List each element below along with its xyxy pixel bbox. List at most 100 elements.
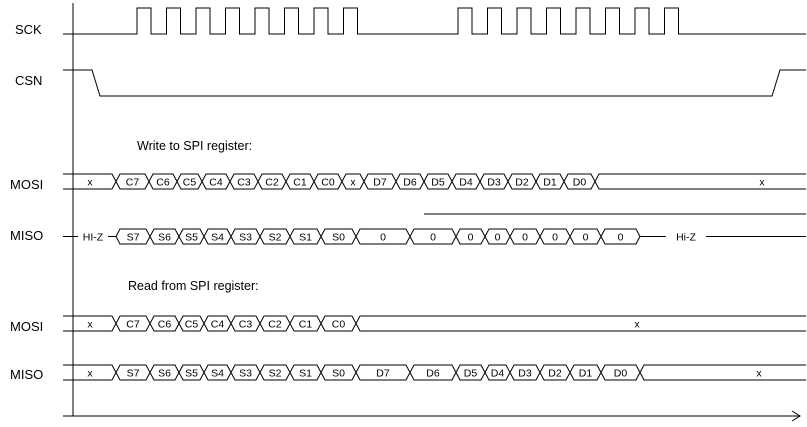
miso-read-cell-label: S0 (332, 368, 345, 380)
miso-write-cell (484, 228, 511, 245)
miso-write-cell-label: 0 (552, 232, 558, 244)
mosi-write-cell-label: x (350, 177, 356, 189)
mosi-write-cell-label: C5 (183, 177, 197, 189)
mosi-read-tail-label: x (634, 319, 640, 331)
miso-read-cell (230, 364, 261, 381)
miso-write-cell-label: S7 (127, 232, 140, 244)
miso-write-cell-label: S0 (332, 232, 345, 244)
mosi-write-cell (423, 173, 453, 190)
miso-write-cell (455, 228, 486, 245)
mosi-write-tail (594, 173, 806, 190)
miso-read-cell (484, 364, 511, 381)
miso-write-cell (320, 228, 357, 245)
mosi-read-cell (149, 315, 180, 332)
mosi-read-cell (289, 315, 322, 332)
sck-label: SCK (15, 22, 42, 37)
mosi-read-label: MOSI (10, 319, 43, 334)
mosi-write-cell (451, 173, 481, 190)
read-section-title: Read from SPI register: (128, 279, 259, 293)
miso-write-cell-label: S5 (185, 232, 198, 244)
mosi-read-cell (259, 315, 291, 332)
mosi-write-cell (395, 173, 425, 190)
mosi-write-cell-label: C4 (209, 177, 223, 189)
miso-write-cell (230, 228, 261, 245)
miso-read-cell-label: S5 (185, 368, 198, 380)
miso-write-cell (178, 228, 205, 245)
mosi-read-cell-label: C3 (239, 319, 253, 331)
miso-write-cell-label: 0 (495, 232, 501, 244)
mosi-read-cell (320, 315, 357, 332)
miso-write-cell (203, 228, 232, 245)
mosi-write-cell (257, 173, 287, 190)
miso-read-cell (455, 364, 486, 381)
miso-write-cell-label: 0 (618, 232, 624, 244)
miso-read-cell (320, 364, 357, 381)
miso-read-cell (289, 364, 322, 381)
miso-read-cell-label: D1 (579, 368, 593, 380)
miso-write-cell (539, 228, 571, 245)
mosi-write-cell-label: D5 (431, 177, 445, 189)
miso-write-cell-label: 0 (380, 232, 386, 244)
mosi-read-lead (63, 315, 117, 332)
mosi-write-cell-label: C7 (126, 177, 140, 189)
mosi-write-cell (507, 173, 537, 190)
mosi-write-cell (148, 173, 178, 190)
miso-read-cell-label: S1 (299, 368, 312, 380)
mosi-write-cell (176, 173, 203, 190)
miso-write-cell (289, 228, 322, 245)
write-section-title: Write to SPI register: (137, 139, 252, 153)
mosi-read-cell (230, 315, 261, 332)
miso-read-cell (259, 364, 291, 381)
mosi-write-cell-label: C3 (237, 177, 251, 189)
mosi-read-cell-label: C7 (126, 319, 140, 331)
miso-read-cell (569, 364, 602, 381)
mosi-write-cell (535, 173, 565, 190)
miso-read-label: MISO (10, 367, 43, 382)
miso-read-cell (600, 364, 641, 381)
miso-read-lead (63, 364, 117, 381)
miso-read-cell (509, 364, 541, 381)
mosi-write-cell-label: D1 (543, 177, 557, 189)
miso-read-cell (203, 364, 232, 381)
miso-read-cell (355, 364, 411, 381)
mosi-write-lead-label: x (87, 177, 93, 189)
mosi-write-cell-label: D7 (373, 177, 387, 189)
mosi-write-lead (63, 173, 117, 190)
mosi-write-cell (285, 173, 315, 190)
miso-write-cell (259, 228, 291, 245)
mosi-read-cell-label: C1 (299, 319, 313, 331)
miso-read-cell-label: D2 (548, 368, 562, 380)
miso-write-cell-label: S2 (269, 232, 282, 244)
mosi-write-cell-label: D6 (403, 177, 417, 189)
mosi-write-cell (229, 173, 259, 190)
mosi-read-cell-label: C5 (185, 319, 199, 331)
miso-write-cell (600, 228, 641, 245)
miso-write-cell-label: S1 (299, 232, 312, 244)
mosi-read-cell-label: C4 (211, 319, 225, 331)
miso-write-tail-label: Hi-Z (676, 232, 696, 244)
miso-write-cell (115, 228, 151, 245)
csn-label: CSN (15, 73, 42, 88)
miso-write-cell-label: 0 (430, 232, 436, 244)
miso-read-cell-label: D5 (464, 368, 478, 380)
miso-read-cell-label: S6 (158, 368, 171, 380)
mosi-write-cell-label: C2 (265, 177, 279, 189)
miso-write-cell (355, 228, 411, 245)
miso-write-cell (509, 228, 541, 245)
csn-waveform (63, 69, 806, 97)
mosi-read-cell-label: C0 (332, 319, 346, 331)
mosi-write-cell-label: D0 (573, 177, 587, 189)
mosi-write-cell (563, 173, 596, 190)
mosi-write-cell-label: D2 (515, 177, 529, 189)
miso-write-cell-label: S4 (211, 232, 224, 244)
miso-read-cell-label: S3 (239, 368, 252, 380)
mosi-write-cell (201, 173, 231, 190)
miso-write-cell (409, 228, 457, 245)
miso-write-label: MISO (10, 228, 43, 243)
mosi-read-tail (355, 315, 806, 332)
miso-read-cell-label: S4 (211, 368, 224, 380)
miso-read-cell-label: D4 (491, 368, 505, 380)
miso-read-cell-label: D0 (614, 368, 628, 380)
miso-write-cell-label: 0 (468, 232, 474, 244)
